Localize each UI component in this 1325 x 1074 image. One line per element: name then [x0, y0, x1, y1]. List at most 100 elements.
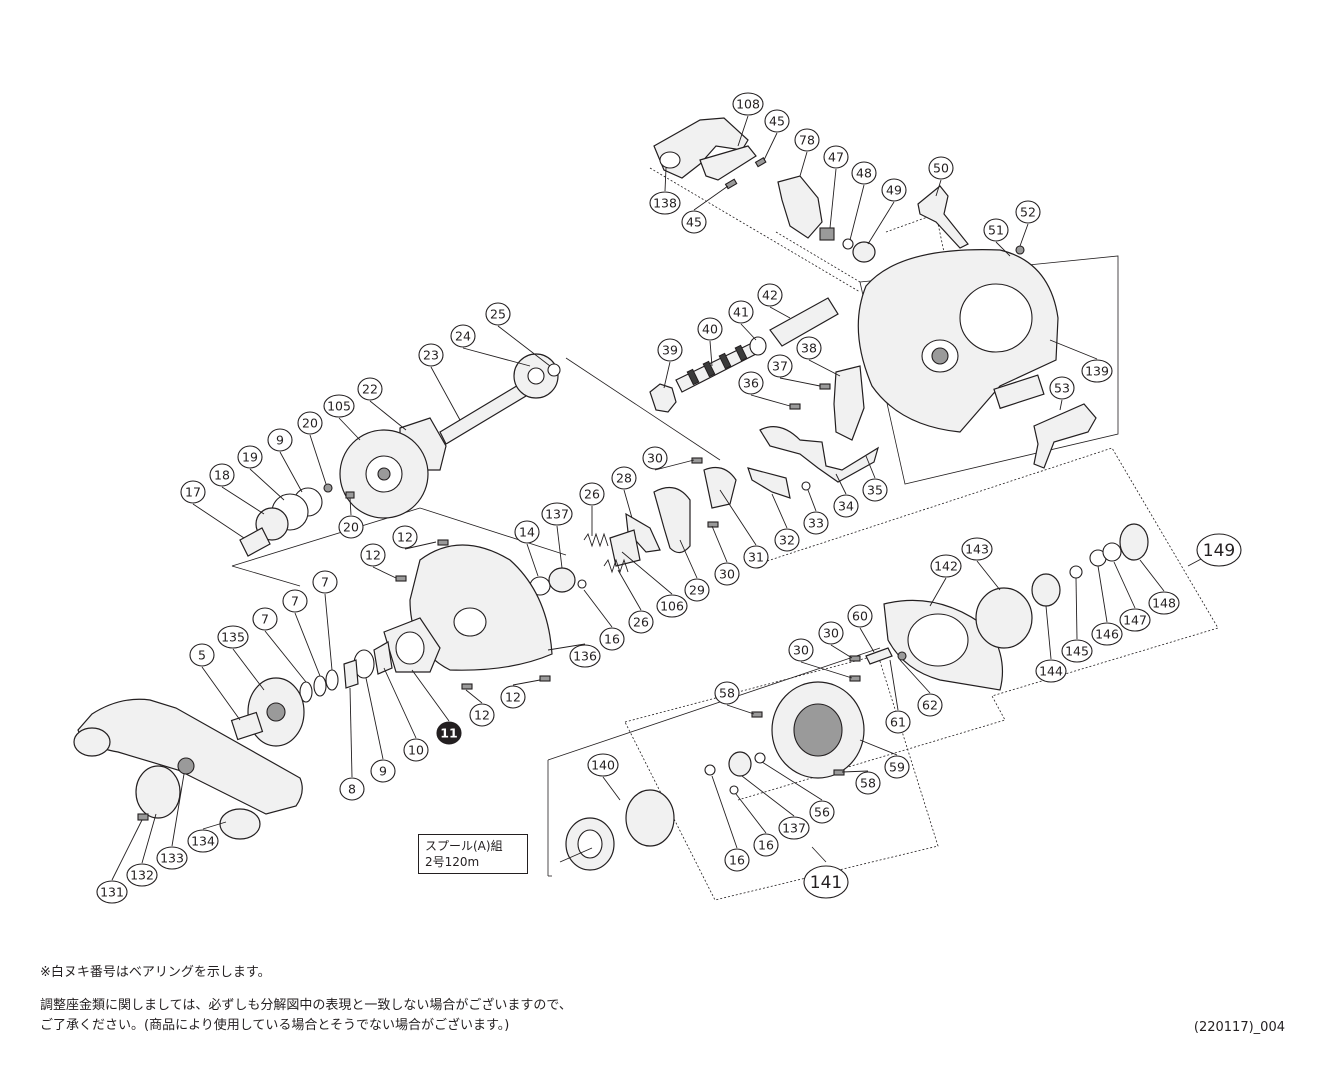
part-label-7: 7	[282, 589, 308, 613]
pinion-39	[649, 383, 677, 413]
part-label-35: 35	[862, 478, 888, 502]
part-label-145: 145	[1061, 639, 1093, 663]
part-label-text: 20	[302, 416, 318, 431]
part-label-text: 8	[348, 782, 356, 797]
part-label-17: 17	[180, 480, 206, 504]
part-label-56: 56	[809, 800, 835, 824]
spool-140-flange-right	[625, 789, 675, 847]
plate-38	[833, 365, 865, 441]
part-label-133: 133	[156, 846, 188, 870]
part-label-text: 30	[647, 451, 663, 466]
part-label-20: 20	[338, 515, 364, 539]
shaft-23	[439, 383, 527, 445]
part-label-12: 12	[469, 703, 495, 727]
part-61	[897, 651, 907, 661]
part-label-12: 12	[360, 543, 386, 567]
screw-45b	[724, 178, 738, 190]
part-label-text: 136	[573, 649, 597, 664]
part-label-text: 26	[633, 615, 649, 630]
part-label-45: 45	[681, 210, 707, 234]
part-label-78: 78	[794, 128, 820, 152]
part-label-105: 105	[323, 394, 355, 418]
part-label-36: 36	[738, 371, 764, 395]
part-label-text: 20	[343, 520, 359, 535]
part-label-text: 144	[1039, 664, 1063, 679]
part-label-text: 10	[408, 743, 424, 758]
part-label-text: 59	[889, 760, 905, 775]
part-145	[1069, 565, 1083, 579]
frame-139	[857, 249, 1059, 433]
bearing-137	[548, 567, 576, 593]
frame-139-hole	[959, 283, 1033, 353]
part-label-135: 135	[217, 625, 249, 649]
part-label-142: 142	[930, 554, 962, 578]
part-label-49: 49	[881, 178, 907, 202]
part-47	[819, 227, 835, 241]
spool-spec-box: スプール(A)組 2号120m	[418, 834, 528, 874]
washer-7a	[325, 669, 339, 691]
part-label-131: 131	[96, 880, 128, 904]
part-label-59: 59	[884, 755, 910, 779]
part-label-12: 12	[500, 685, 526, 709]
part-label-text: 39	[662, 343, 678, 358]
part-label-text: 23	[423, 348, 439, 363]
part-label-text: 106	[660, 599, 684, 614]
nut-133	[177, 757, 195, 775]
part-label-14: 14	[514, 520, 540, 544]
knob-right	[219, 808, 261, 840]
part-label-52: 52	[1015, 200, 1041, 224]
part-29	[653, 486, 691, 554]
part-label-text: 25	[490, 307, 506, 322]
spool-spec-line1: スプール(A)組	[425, 839, 503, 853]
part-label-text: 47	[828, 150, 844, 165]
part-label-10: 10	[403, 738, 429, 762]
part-label-18: 18	[209, 463, 235, 487]
part-label-30: 30	[818, 621, 844, 645]
part-label-text: 78	[799, 133, 815, 148]
part-label-31: 31	[743, 545, 769, 569]
part-label-106: 106	[656, 594, 688, 618]
part-label-text: 9	[276, 433, 284, 448]
part-16c	[729, 785, 739, 795]
part-label-143: 143	[961, 537, 993, 561]
part-label-text: 147	[1123, 613, 1147, 628]
part-label-text: 50	[933, 161, 949, 176]
part-label-text: 143	[965, 542, 989, 557]
part-label-text: 45	[769, 114, 785, 129]
part-label-30: 30	[642, 446, 668, 470]
assembly-label-text: 149	[1203, 541, 1235, 561]
part-20a	[323, 483, 333, 493]
washer-8	[343, 659, 359, 689]
part-label-text: 137	[782, 821, 806, 836]
part-label-138: 138	[649, 191, 681, 215]
part-label-text: 11	[440, 726, 457, 741]
part-label-text: 26	[584, 487, 600, 502]
part-label-text: 12	[365, 548, 381, 563]
part-label-41: 41	[728, 300, 754, 324]
part-148	[1119, 523, 1149, 561]
part-label-text: 40	[702, 322, 718, 337]
part-label-text: 30	[719, 567, 735, 582]
part-label-34: 34	[833, 494, 859, 518]
part-label-text: 12	[505, 690, 521, 705]
part-label-text: 145	[1065, 644, 1089, 659]
part-label-9: 9	[267, 428, 293, 452]
part-label-text: 7	[261, 612, 269, 627]
bearing-41	[749, 336, 767, 356]
part-label-text: 139	[1085, 364, 1109, 379]
part-label-29: 29	[684, 578, 710, 602]
part-label-32: 32	[774, 528, 800, 552]
part-label-text: 133	[160, 851, 184, 866]
part-label-text: 16	[729, 853, 745, 868]
part-label-text: 7	[321, 575, 329, 590]
part-label-text: 132	[130, 868, 154, 883]
part-label-16: 16	[599, 627, 625, 651]
part-147	[1102, 542, 1122, 562]
lever-53	[1033, 403, 1097, 469]
part-label-60: 60	[847, 604, 873, 628]
part-label-146: 146	[1091, 622, 1123, 646]
part-label-136: 136	[569, 644, 601, 668]
part-label-42: 42	[757, 283, 783, 307]
